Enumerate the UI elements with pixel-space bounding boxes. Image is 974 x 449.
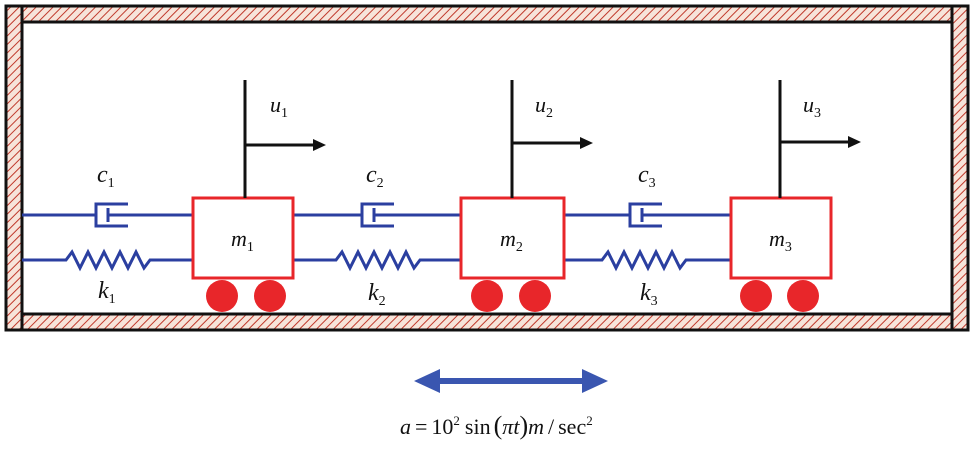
k2-label: k2: [368, 280, 386, 309]
spring-1: [22, 248, 193, 272]
u1-label: u1: [270, 92, 288, 121]
spring-2: [293, 248, 461, 272]
excitation-arrow: [414, 369, 608, 393]
left-wall: [4, 4, 24, 332]
top-wall: [4, 4, 970, 24]
u3-label: u3: [803, 92, 821, 121]
damper-3: [564, 202, 731, 228]
u2-label: u2: [535, 92, 553, 121]
displacement-arrows: [243, 80, 861, 198]
frame: [4, 4, 970, 332]
mass-1: [191, 196, 295, 312]
wheel: [206, 280, 238, 312]
k3-label: k3: [640, 280, 658, 309]
spring-3: [564, 248, 731, 272]
damper-1: [22, 202, 193, 228]
damper-2: [293, 202, 461, 228]
k1-label: k1: [98, 278, 116, 307]
right-wall: [950, 4, 970, 332]
mass-3: [729, 196, 833, 312]
bottom-wall: [20, 312, 954, 332]
mass-2: [459, 196, 566, 312]
wheel: [471, 280, 503, 312]
c1-label: c1: [97, 162, 115, 191]
mass-3-label: m3: [769, 226, 792, 255]
wheel: [740, 280, 772, 312]
links: [22, 202, 731, 272]
c3-label: c3: [638, 162, 656, 191]
wheel: [254, 280, 286, 312]
wheel: [787, 280, 819, 312]
c2-label: c2: [366, 162, 384, 191]
wheel: [519, 280, 551, 312]
mass-2-label: m2: [500, 226, 523, 255]
mass-1-label: m1: [231, 226, 254, 255]
